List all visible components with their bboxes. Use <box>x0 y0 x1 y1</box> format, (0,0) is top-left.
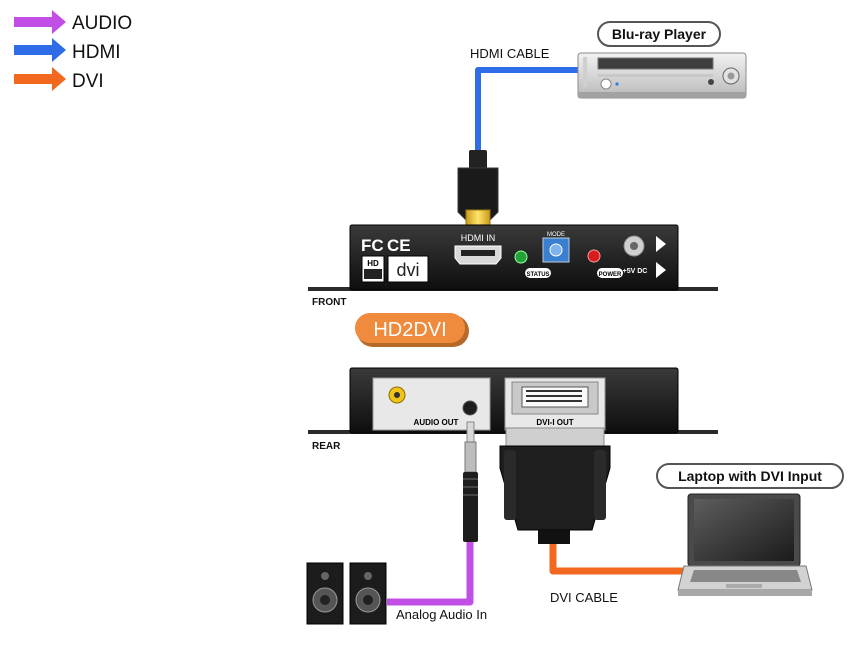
hdmi-cable <box>475 67 578 152</box>
legend-item-hdmi: HDMI <box>14 38 121 63</box>
mode-label: MODE <box>547 232 565 238</box>
converter-front-panel: FC CE HD dvi HDMI IN MODE STATUS POWER +… <box>308 224 718 291</box>
hdmi-cable-label: HDMI CABLE <box>470 46 550 61</box>
dvi-cable <box>549 542 684 575</box>
hdmi-arrow-icon <box>14 38 66 62</box>
speakers <box>306 562 387 625</box>
speaker-left-icon <box>306 562 344 625</box>
audio-cable-label: Analog Audio In <box>396 607 487 622</box>
hdmi-plug <box>457 150 499 235</box>
fcc-logo-icon: FC <box>361 236 384 255</box>
legend-label-dvi: DVI <box>72 71 104 92</box>
converter-rear-panel: AUDIO OUT DVI-I OUT <box>308 367 718 434</box>
product-name-badge: HD2DVI <box>355 313 469 347</box>
audio-out-label: AUDIO OUT <box>414 418 459 427</box>
dvi-cable-label: DVI CABLE <box>550 590 618 605</box>
bluray-player-label: Blu-ray Player <box>612 26 707 42</box>
legend-label-hdmi: HDMI <box>72 42 121 63</box>
legend-item-audio: AUDIO <box>14 10 132 34</box>
hdmi-in-label: HDMI IN <box>461 233 496 243</box>
ce-logo-icon: CE <box>387 236 411 255</box>
status-label: STATUS <box>526 272 549 278</box>
dvi-arrow-icon <box>14 67 66 91</box>
bluray-player: Blu-ray Player <box>577 21 747 99</box>
dvi-plug <box>499 427 611 544</box>
hd-badge-icon: HD <box>367 259 379 268</box>
power-led <box>587 249 601 263</box>
power-icon <box>600 78 612 90</box>
power-label: POWER <box>599 272 622 278</box>
legend-label-audio: AUDIO <box>72 13 132 34</box>
legend: AUDIO HDMI DVI <box>14 10 132 92</box>
laptop: Laptop with DVI Input <box>656 463 844 596</box>
audio-cable <box>387 540 474 606</box>
legend-item-dvi: DVI <box>14 67 104 92</box>
front-label: FRONT <box>312 297 346 308</box>
audio-jack-plug <box>463 421 478 542</box>
stereo-audio-jack <box>462 400 478 416</box>
power-rating-label: +5V DC <box>623 268 648 275</box>
audio-arrow-icon <box>14 10 66 34</box>
rear-label: REAR <box>312 441 341 452</box>
laptop-label: Laptop with DVI Input <box>678 468 822 484</box>
speaker-right-icon <box>349 562 387 625</box>
status-led <box>514 250 528 264</box>
dvi-out-label: DVI-I OUT <box>536 418 573 427</box>
dvi-logo-icon: dvi <box>396 260 419 280</box>
product-name: HD2DVI <box>373 319 446 341</box>
